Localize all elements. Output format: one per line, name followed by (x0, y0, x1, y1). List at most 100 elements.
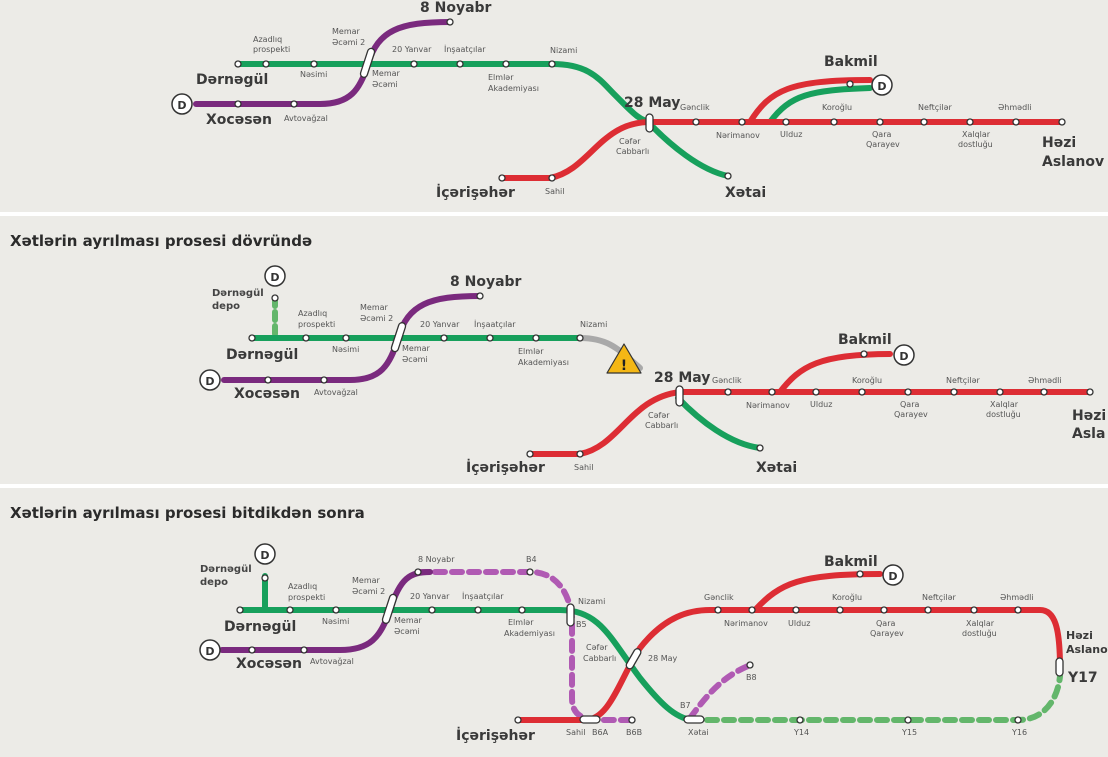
red-line-bakmil-branch (752, 571, 883, 613)
station-dot (1014, 716, 1022, 724)
station-label-elmler: Elmlər (488, 73, 514, 82)
station-dot (1014, 606, 1022, 614)
section-divider (0, 484, 1108, 488)
station-dot (548, 60, 556, 68)
station-label-b6b: B6B (626, 728, 642, 737)
station-label-dernegul: Dərnəgül (226, 347, 298, 363)
station-label-memar-ecemi: Memar (372, 69, 401, 78)
red-line (515, 607, 1063, 723)
station-label-b5: B5 (576, 620, 587, 629)
station-label-cefer-cabbarli: Cabbarlı (645, 421, 678, 430)
transfer-node (625, 648, 642, 670)
station-dot (428, 606, 436, 614)
station-label-hezi-aslanov: Asla (1072, 426, 1105, 442)
station-dot (486, 334, 494, 342)
station-label-y16: Y16 (1011, 728, 1027, 737)
red-line (499, 119, 1065, 181)
station-dot (474, 606, 482, 614)
svg-text:D: D (205, 375, 214, 388)
station-label-genclik: Gənclik (712, 376, 742, 385)
transfer-node (579, 715, 601, 724)
station-dot (548, 174, 556, 182)
station-dot (746, 661, 754, 669)
transfer-node (1055, 657, 1064, 677)
station-dot (920, 118, 928, 126)
station-label-memar-ecemi-2: Əcəmi 2 (352, 587, 385, 596)
green-line-bakmil-branch (767, 85, 873, 125)
station-label-elmler: Elmlər (508, 618, 534, 627)
station-label-elmler: Akademiyası (504, 629, 555, 638)
station-dot (532, 334, 540, 342)
red-line-bakmil-branch (777, 351, 893, 395)
station-label-nizami: Nizami (580, 320, 607, 329)
station-dot (248, 334, 256, 342)
station-label-icerisheher: İçərişəhər (466, 459, 545, 476)
station-dot (904, 388, 912, 396)
station-label-memar-ecemi-2: Əcəmi 2 (332, 38, 365, 47)
station-dot (880, 606, 888, 614)
station-label-xetai: Xətai (725, 185, 766, 201)
station-dot (262, 60, 270, 68)
green-line-xetai-branch (675, 395, 763, 451)
transfer-node (675, 385, 684, 407)
station-dot (724, 388, 732, 396)
station-dot (812, 388, 820, 396)
station-dot (996, 388, 1004, 396)
station-label-dernegul-depo: Dərnəgül (212, 288, 264, 299)
station-label-dernegul-depo: Dərnəgül (200, 564, 252, 575)
station-label-elmler: Akademiyası (488, 84, 539, 93)
station-label-genclik: Gənclik (704, 593, 734, 602)
map-during-panel: Xətlərin ayrılması prosesi dövründə (0, 216, 1108, 484)
green-line-west (235, 61, 655, 125)
station-label-cefer-cabbarli: Cəfər (586, 643, 608, 652)
station-label-dernegul: Dərnəgül (196, 72, 268, 88)
section-title-after: Xətlərin ayrılması prosesi bitdikdən son… (10, 504, 365, 522)
station-label-neftciler: Neftçilər (922, 593, 956, 602)
station-dot (858, 388, 866, 396)
station-label-hezi-aslanov: Həzi (1066, 629, 1093, 642)
station-label-y15: Y15 (901, 728, 917, 737)
map-after: D D D Dərnəgül depo Dərnəgül Azadlıq pro… (199, 543, 1108, 744)
station-label-avtovagzal: Avtovağzal (314, 388, 358, 397)
station-label-xalqlar-dostlugu: dostluğu (958, 140, 993, 149)
station-label-bakmil: Bakmil (824, 554, 878, 570)
station-dot (714, 606, 722, 614)
station-label-xetai: Xətai (688, 728, 709, 737)
station-label-xocesen: Xocəsən (234, 386, 300, 402)
station-label-qara-qarayev: Qarayev (866, 140, 900, 149)
svg-text:D: D (877, 80, 886, 93)
station-label-avtovagzal: Avtovağzal (284, 114, 328, 123)
station-dot (836, 606, 844, 614)
station-dot (692, 118, 700, 126)
station-label-qara-qarayev: Qara (900, 400, 919, 409)
station-dot (440, 334, 448, 342)
station-label-28-may: 28 May (624, 95, 680, 111)
station-label-b4: B4 (526, 555, 537, 564)
svg-text:D: D (888, 570, 897, 583)
station-label-azadliq: Azadlıq (288, 582, 317, 591)
green-dashed-xetai-y17 (687, 673, 1063, 723)
station-label-nerimanov: Nərimanov (746, 401, 790, 410)
station-label-cefer-cabbarli: Cabbarlı (583, 654, 616, 663)
station-dot (310, 60, 318, 68)
station-dot (768, 388, 776, 396)
station-label-memar-ecemi: Əcəmi (394, 627, 420, 636)
purple-dashed-b7-b8 (687, 663, 751, 721)
station-label-hezi-aslanov: Həzi (1072, 408, 1106, 424)
station-label-nesimi: Nəsimi (332, 345, 359, 354)
station-dot (1058, 118, 1066, 126)
station-label-dernegul: Dərnəgül (224, 619, 296, 635)
station-dot (970, 606, 978, 614)
station-label-hezi-aslanov: Həzi (1042, 135, 1076, 151)
station-label-nizami: Nizami (578, 597, 605, 606)
transfer-node (645, 113, 654, 133)
station-dot (498, 174, 506, 182)
station-label-azadliq: prospekti (253, 45, 290, 54)
station-label-bakmil: Bakmil (824, 54, 878, 70)
map-current: D D Dərnəgül Azadlıq prospekti Nəsimi Me… (171, 0, 1104, 201)
station-dot (950, 388, 958, 396)
station-label-20-yanvar: 20 Yanvar (392, 45, 432, 54)
station-label-nizami: Nizami (550, 46, 577, 55)
depot-icon: D (254, 543, 276, 565)
station-dot (286, 606, 294, 614)
